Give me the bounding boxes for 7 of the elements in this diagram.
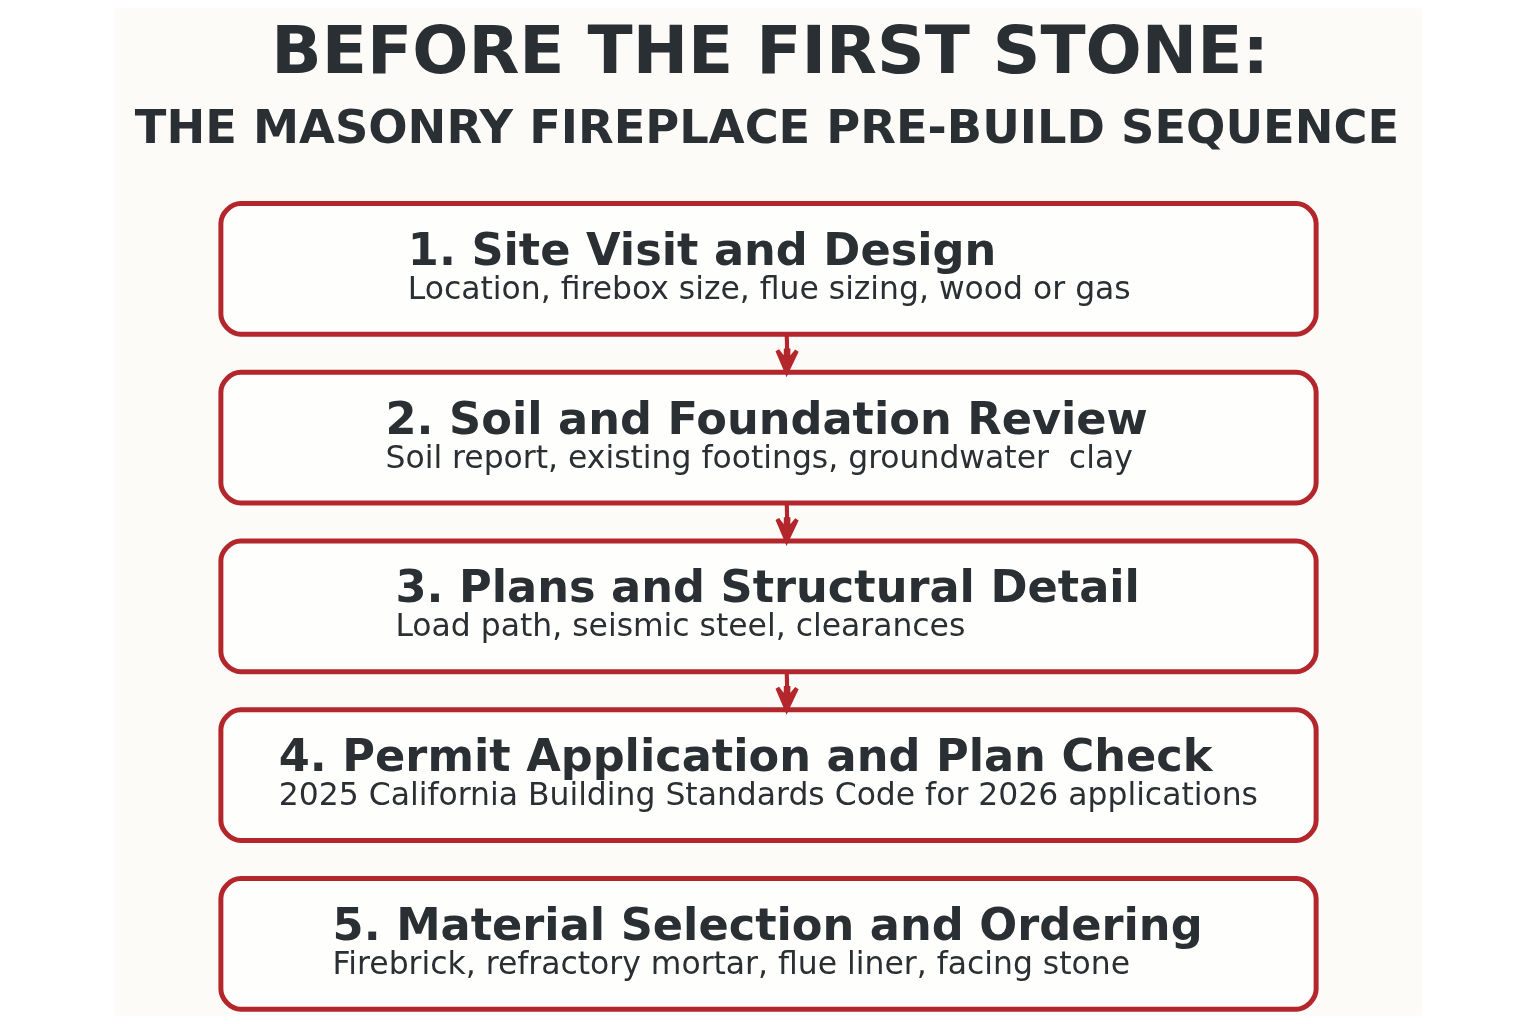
node-box: 1. Site Visit and Design Location, firebox size, flue sizing, wood or gas [217,200,1319,337]
label: THE MASONRY FIREPLACE PRE-BUILD SEQUENCE [134,99,1399,154]
diagram-title: BEFORE THE FIRST STONE: [270,11,1269,89]
node-box: 3. Plans and Structural Detail Load path, seismic steel, clearances [217,538,1319,675]
node-box: 2. Soil and Foundation Review Soil report, existing footings, groundwater clay [217,369,1319,506]
node-box: 4. Permit Application and Plan Check 2025 California Building Standards Code for 2026 applications [217,707,1319,843]
node-box: 5. Material Selection and Ordering Firebrick, refractory mortar, flue liner, facing stone [217,876,1319,1012]
